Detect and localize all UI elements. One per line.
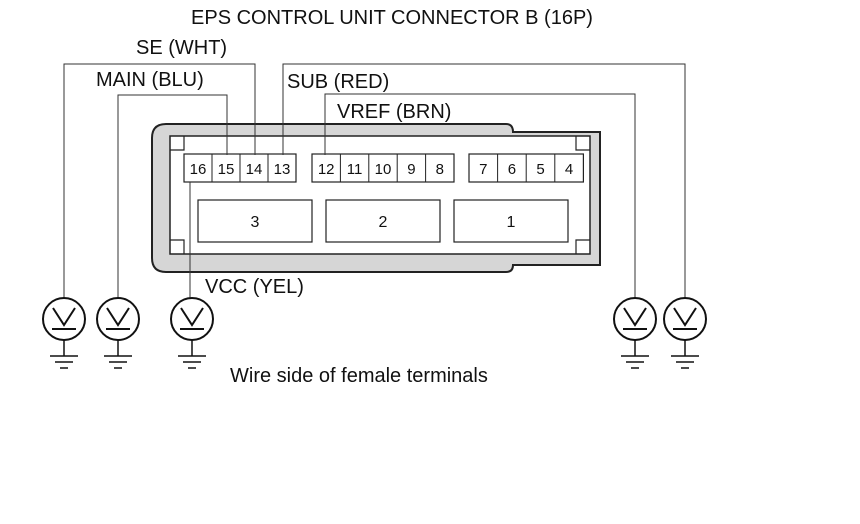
pin-number: 8 bbox=[436, 161, 444, 178]
wire-sub bbox=[282, 63, 686, 298]
pin-number: 15 bbox=[218, 161, 235, 178]
wire-se bbox=[63, 63, 256, 298]
pin-group-frame bbox=[311, 153, 455, 183]
wire-label-vcc: VCC (YEL) bbox=[205, 276, 304, 298]
voltmeter-icon bbox=[613, 297, 657, 341]
terminal-block-label: 3 bbox=[251, 214, 260, 231]
wire-vref bbox=[324, 93, 636, 298]
pin-number: 16 bbox=[190, 161, 207, 178]
voltmeter-icon bbox=[663, 297, 707, 341]
diagram-caption: Wire side of female terminals bbox=[230, 365, 488, 387]
pin-number: 9 bbox=[407, 161, 415, 178]
wire-label-vref: VREF (BRN) bbox=[337, 101, 451, 123]
pin-number: 11 bbox=[347, 161, 363, 178]
voltmeter-icon bbox=[170, 297, 214, 341]
voltmeter-icon bbox=[96, 297, 140, 341]
wire-label-main: MAIN (BLU) bbox=[96, 69, 204, 91]
pin-number: 4 bbox=[565, 161, 573, 178]
ground-icon bbox=[621, 340, 649, 369]
ground-icon bbox=[178, 340, 206, 369]
pin-number: 6 bbox=[508, 161, 516, 178]
voltmeters bbox=[42, 297, 707, 369]
diagram-title: EPS CONTROL UNIT CONNECTOR B (16P) bbox=[191, 7, 593, 29]
ground-icon bbox=[104, 340, 132, 369]
pin-number: 14 bbox=[246, 161, 263, 178]
pin-number: 10 bbox=[375, 161, 392, 178]
terminal-block-label: 1 bbox=[507, 214, 516, 231]
ground-icon bbox=[671, 340, 699, 369]
wire-label-sub: SUB (RED) bbox=[287, 71, 389, 93]
pin-number: 12 bbox=[318, 161, 335, 178]
wire-main bbox=[117, 94, 228, 298]
terminal-block-2 bbox=[325, 199, 441, 243]
pin-number: 5 bbox=[536, 161, 544, 178]
wires bbox=[63, 63, 686, 298]
pin-grid: 16 15 14 13 12 11 10 9 8 7 6 5 4 bbox=[183, 153, 585, 183]
terminal-block-label: 2 bbox=[379, 214, 388, 231]
pin-number: 13 bbox=[274, 161, 291, 178]
terminal-block-3 bbox=[197, 199, 313, 243]
ground-icon bbox=[50, 340, 78, 369]
voltmeter-icon bbox=[42, 297, 86, 341]
wire-label-se: SE (WHT) bbox=[136, 37, 227, 59]
connector-housing bbox=[151, 123, 601, 273]
terminal-blocks: 3 2 1 bbox=[197, 199, 569, 243]
pin-number: 7 bbox=[479, 161, 487, 178]
terminal-block-1 bbox=[453, 199, 569, 243]
